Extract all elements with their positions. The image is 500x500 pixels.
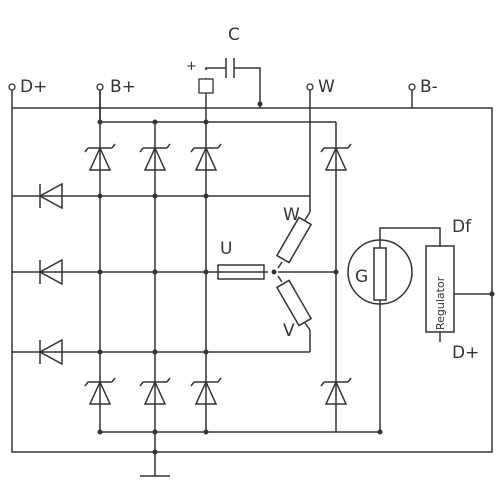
- housing-frame: [11, 107, 493, 453]
- winding-w-label: W: [283, 205, 300, 225]
- winding-v: V: [275, 275, 313, 341]
- winding-u-label: U: [220, 239, 232, 259]
- diode-upper-1: [84, 143, 116, 171]
- capacitor-polarity: +: [186, 59, 197, 74]
- diode-upper-2: [139, 143, 171, 171]
- terminal-b-minus-label: B-: [420, 77, 438, 97]
- terminal-w-label: W: [318, 77, 335, 97]
- diode-lower-2: [139, 377, 171, 405]
- diode-upper-3: [190, 143, 222, 171]
- terminal-b-plus-label: B+: [110, 77, 136, 97]
- winding-u: U: [217, 239, 265, 280]
- terminal-b-minus: B-: [408, 77, 438, 108]
- regulator-df-label: Df: [452, 217, 472, 237]
- generator-field: G: [336, 227, 441, 433]
- junction-dots: [97, 119, 383, 455]
- winding-w: W: [275, 205, 313, 269]
- terminal-b-plus: B+: [96, 77, 136, 97]
- diode-exciter-3: [38, 338, 63, 366]
- diode-upper-4: [320, 143, 352, 171]
- regulator-d-plus-label: D+: [452, 343, 479, 363]
- diode-exciter-2: [38, 258, 63, 286]
- generator-label: G: [355, 267, 368, 287]
- capacitor: C +: [186, 25, 263, 108]
- terminal-d-plus-label: D+: [20, 77, 47, 97]
- terminal-w: W: [306, 77, 335, 97]
- ground-symbol: [140, 432, 170, 477]
- capacitor-label: C: [228, 25, 240, 45]
- diode-lower-3: [190, 377, 222, 405]
- diode-exciter-1: [38, 182, 63, 210]
- winding-v-label: V: [283, 321, 295, 341]
- regulator-box: Regulator Df D+: [425, 217, 495, 363]
- diode-lower-4: [320, 377, 352, 405]
- diode-lower-1: [84, 377, 116, 405]
- regulator-label: Regulator: [434, 276, 447, 330]
- terminal-d-plus: D+: [8, 77, 47, 108]
